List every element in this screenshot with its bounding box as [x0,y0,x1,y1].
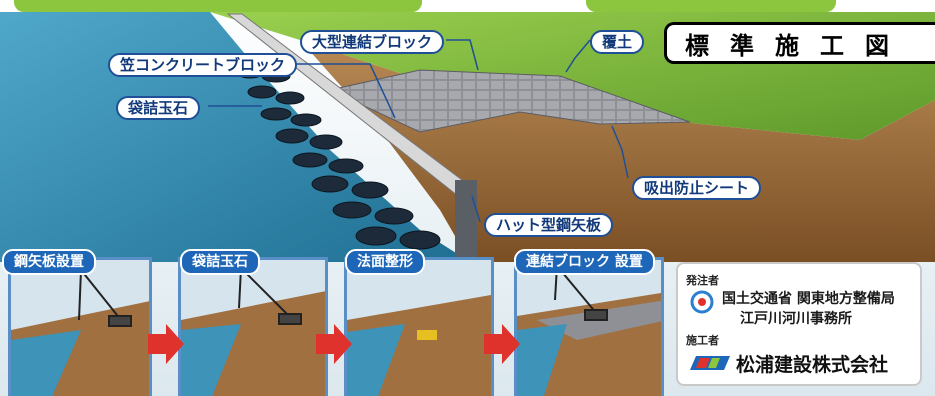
step-panel-3 [344,257,494,396]
step-label-2: 袋詰玉石 [180,249,260,275]
label-kasa-concrete: 笠コンクリートブロック [108,53,298,77]
step-4-illustration [517,260,661,396]
label-bag-stone: 袋詰玉石 [116,96,201,120]
label-hat-sheet-pile: ハット型鋼矢板 [484,213,614,237]
crane-icon [78,269,132,327]
step-panel-4 [514,257,664,396]
arrow-right-icon [316,324,352,364]
step-2-illustration [181,260,325,396]
mlit-logo-icon [690,290,714,314]
top-tab-left [14,0,422,12]
step-label-4: 連結ブロック 設置 [514,249,655,275]
arrow-right-icon [484,324,520,364]
excavator-icon [417,330,437,340]
company-logo-icon [690,356,730,370]
orderer-line2: 江戸川河川事務所 [740,311,852,327]
step-label-3: 法面整形 [345,249,425,275]
credits-box: 発注者 国土交通省 関東地方整備局 江戸川河川事務所 施工者 松浦建設株式会社 [676,262,922,386]
step-3-illustration [347,260,491,396]
top-tab-right [586,0,836,12]
contractor-label: 施工者 [686,334,719,347]
step-1-illustration [11,260,149,396]
label-large-block: 大型連結ブロック [300,30,445,54]
orderer-line1: 国土交通省 関東地方整備局 [722,291,895,307]
diagram-title-box: 標準施工図 [664,22,935,64]
step-panel-2 [178,257,328,396]
step-label-1: 鋼矢板設置 [2,249,96,275]
arrow-right-icon [148,324,184,364]
label-suction-sheet: 吸出防止シート [632,176,762,200]
orderer-label: 発注者 [686,274,719,287]
label-cover-soil: 覆土 [590,30,645,54]
diagram-title: 標準施工図 [685,31,910,60]
contractor-name: 松浦建設株式会社 [736,354,889,376]
step-panel-1 [8,257,152,396]
